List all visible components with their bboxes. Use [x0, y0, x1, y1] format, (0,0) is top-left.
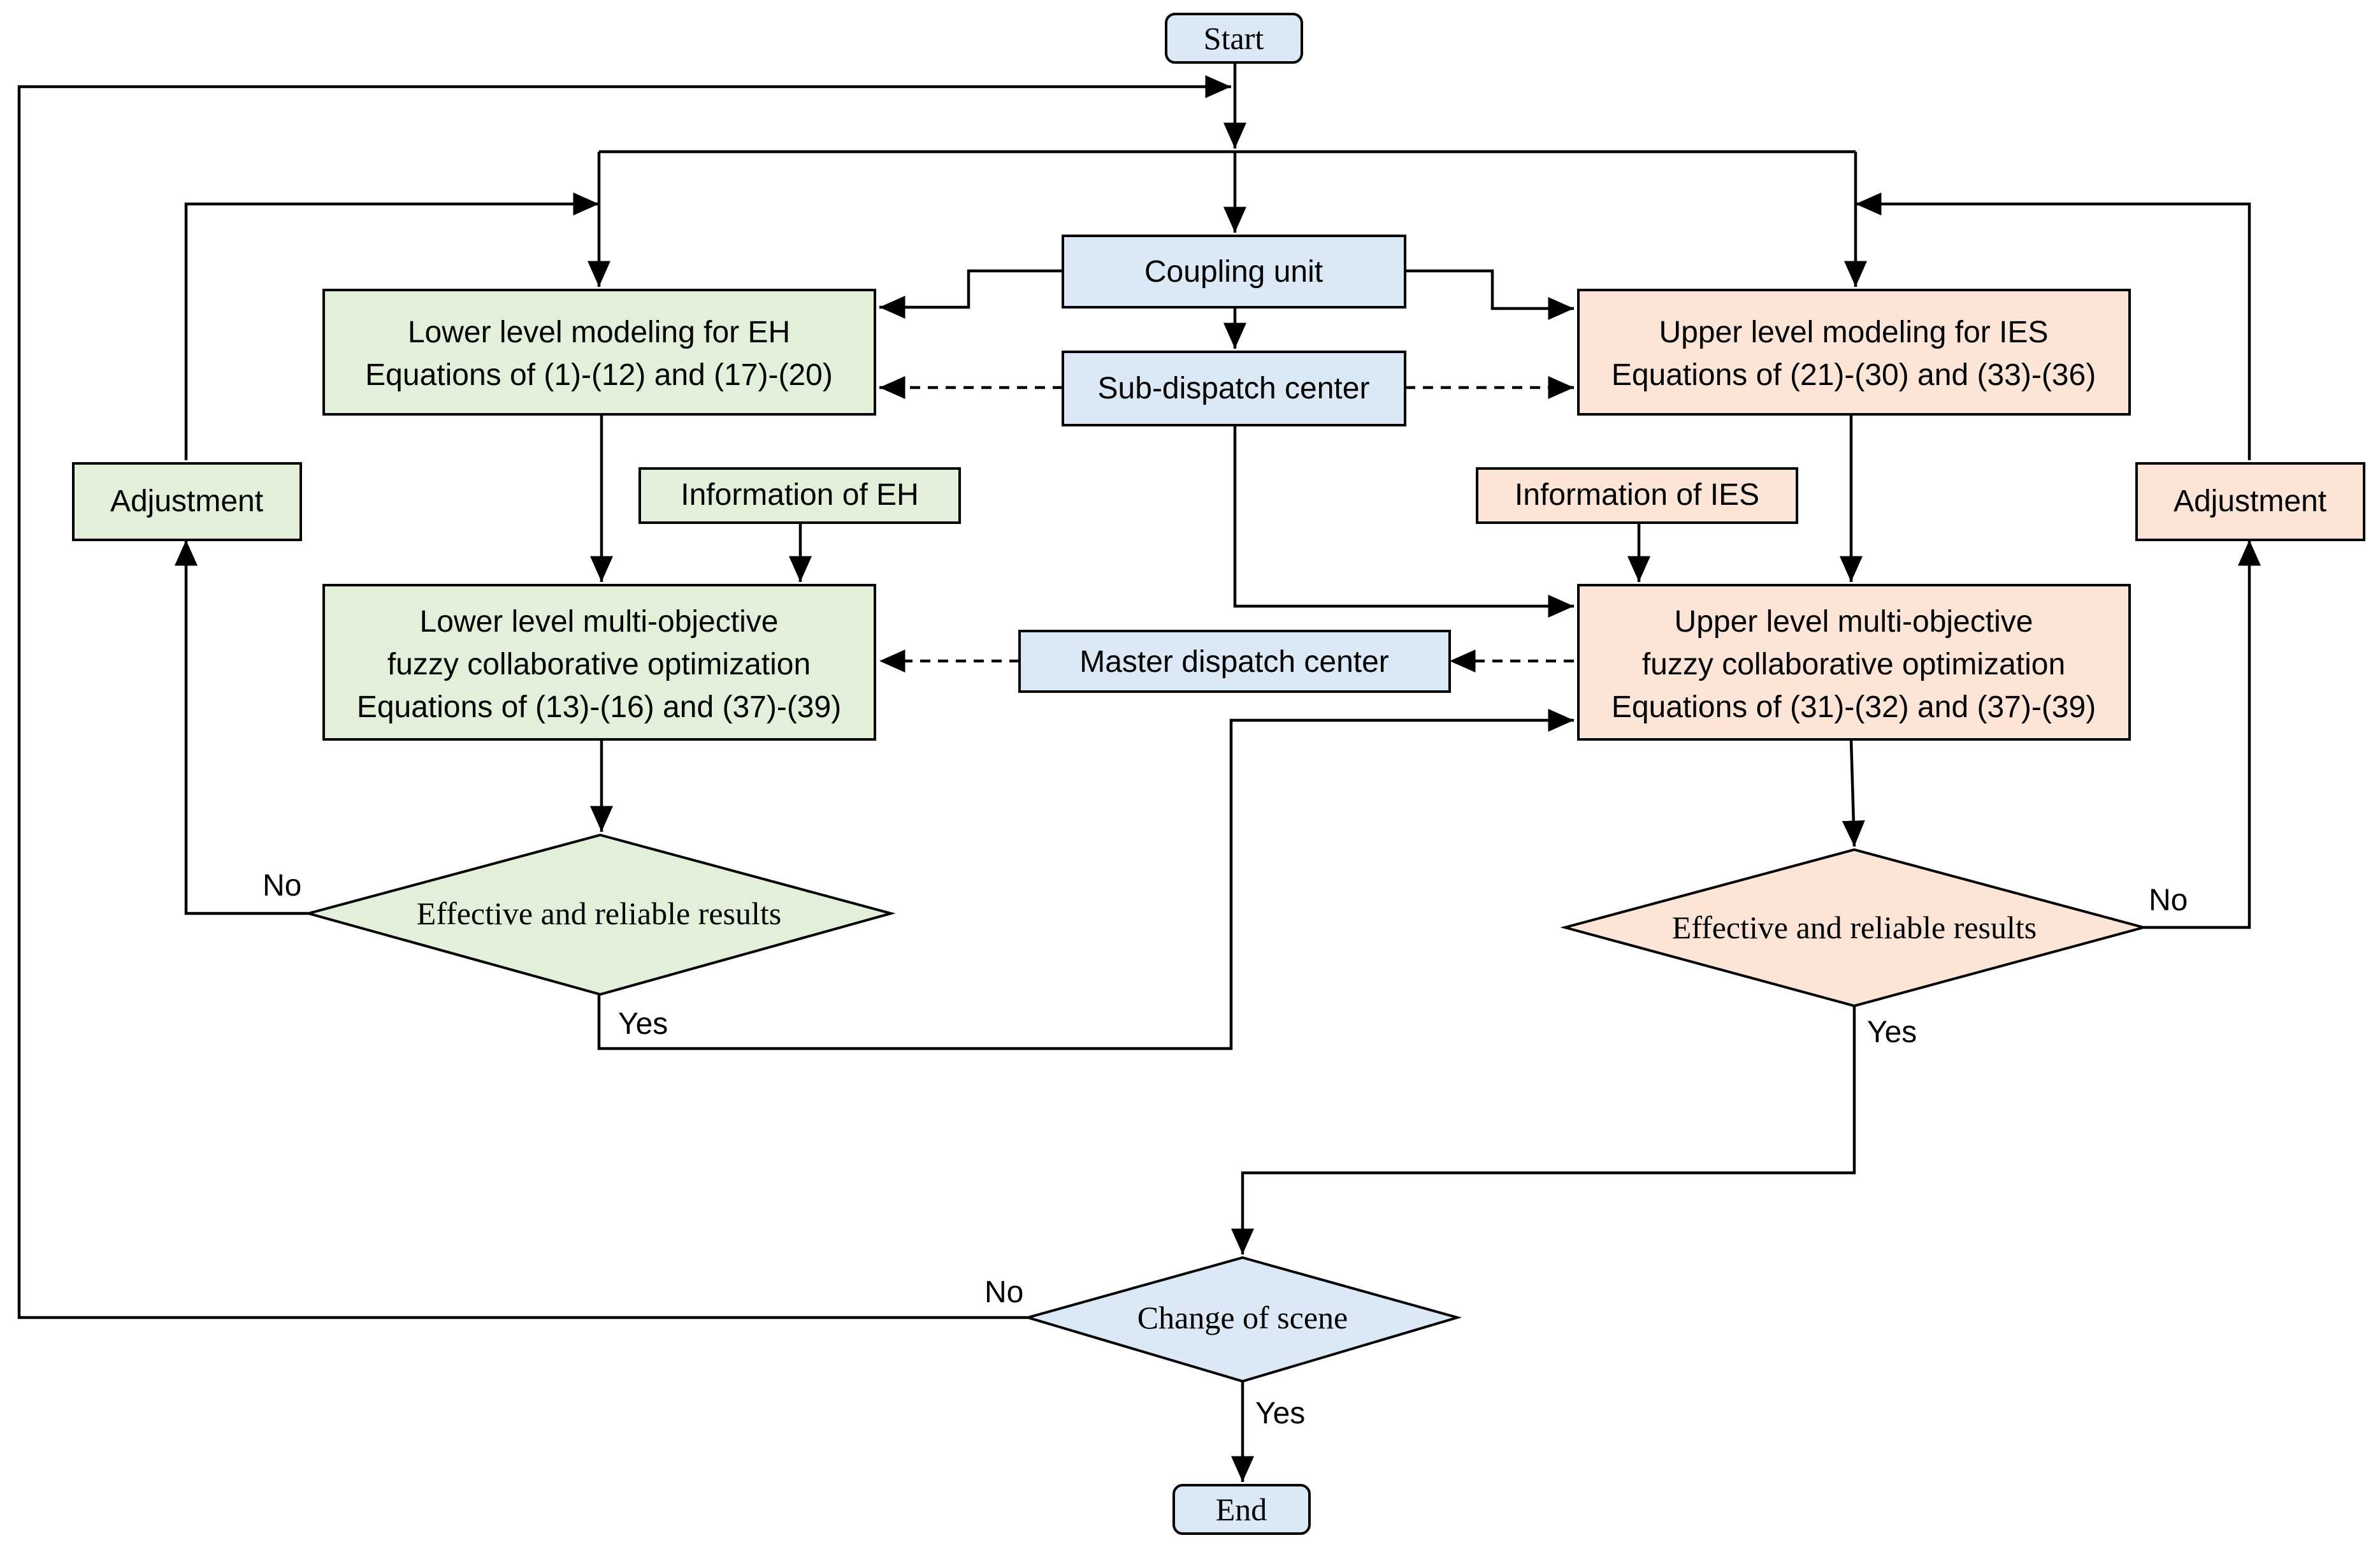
connector-right-no-to-adjustment [2144, 540, 2261, 929]
master-dispatch-center-box: Master dispatch center [1018, 630, 1451, 693]
lower-optimization-line1: Lower level multi-objective [420, 605, 779, 639]
adjustment-left-label: Adjustment [110, 484, 263, 518]
lower-modeling-line2: Equations of (1)-(12) and (17)-(20) [365, 358, 833, 392]
upper-optimization-line1: Upper level multi-objective [1675, 605, 2033, 639]
info-eh-box: Information of EH [638, 467, 961, 524]
decision-left: Effective and reliable results [303, 833, 896, 996]
connector-left-adjustment-up [184, 192, 599, 460]
connector-right-yes-to-scene [1231, 1006, 1856, 1254]
connector-coupling-to-upper [1405, 269, 1574, 320]
decision-scene: Change of scene [1023, 1256, 1462, 1383]
end-label: End [1216, 1492, 1267, 1527]
lower-modeling-line1: Lower level modeling for EH [408, 316, 790, 349]
edge-label-scene-yes: Yes [1255, 1397, 1305, 1430]
upper-modeling-box: Upper level modeling for IES Equations o… [1577, 289, 2131, 416]
lower-modeling-box: Lower level modeling for EH Equations of… [322, 289, 876, 416]
info-ies-box: Information of IES [1476, 467, 1798, 524]
edge-label-right-yes: Yes [1867, 1015, 1917, 1049]
connectors [17, 62, 2261, 1482]
adjustment-right-box: Adjustment [2135, 462, 2365, 541]
lower-optimization-line3: Equations of (13)-(16) and (37)-(39) [357, 690, 841, 724]
connector-left-yes-to-upper-opt [597, 709, 1574, 1050]
edge-label-scene-no: No [984, 1275, 1023, 1309]
connector-right-adjustment-up [1856, 192, 2251, 460]
info-ies-label: Information of IES [1515, 478, 1759, 512]
decision-right: Effective and reliable results [1560, 848, 2149, 1008]
end-node: End [1172, 1484, 1311, 1535]
upper-optimization-line3: Equations of (31)-(32) and (37)-(39) [1612, 690, 2096, 724]
adjustment-left-box: Adjustment [72, 462, 302, 541]
edge-labels: No Yes No Yes No Yes [263, 869, 2188, 1430]
edge-label-right-no: No [2149, 883, 2188, 917]
adjustment-right-label: Adjustment [2174, 484, 2326, 518]
connector-coupling-to-lower [879, 269, 1063, 319]
sub-dispatch-center-label: Sub-dispatch center [1098, 372, 1370, 405]
connector-upper-opt-to-decision [1842, 739, 1865, 847]
upper-modeling-line2: Equations of (21)-(30) and (33)-(36) [1612, 358, 2096, 392]
connector-sub-to-upper-optimization [1233, 426, 1574, 618]
connector-left-no-to-adjustment [175, 540, 308, 915]
decision-scene-label: Change of scene [1137, 1300, 1348, 1335]
connector-scene-no-loop [17, 75, 1231, 1319]
decision-right-label: Effective and reliable results [1672, 910, 2037, 945]
edge-label-left-no: No [263, 869, 301, 903]
info-eh-label: Information of EH [681, 478, 919, 512]
sub-dispatch-center-box: Sub-dispatch center [1062, 351, 1406, 426]
lower-optimization-line2: fuzzy collaborative optimization [387, 648, 811, 681]
coupling-unit-label: Coupling unit [1144, 255, 1323, 289]
upper-modeling-line1: Upper level modeling for IES [1659, 316, 2049, 349]
edge-label-left-yes: Yes [618, 1007, 668, 1041]
upper-optimization-line2: fuzzy collaborative optimization [1642, 648, 2065, 681]
decision-left-label: Effective and reliable results [417, 896, 781, 931]
lower-optimization-box: Lower level multi-objective fuzzy collab… [322, 584, 876, 741]
master-dispatch-center-label: Master dispatch center [1079, 645, 1389, 679]
upper-optimization-box: Upper level multi-objective fuzzy collab… [1577, 584, 2131, 741]
coupling-unit-box: Coupling unit [1062, 235, 1406, 309]
start-node: Start [1165, 13, 1303, 64]
start-label: Start [1204, 20, 1264, 56]
